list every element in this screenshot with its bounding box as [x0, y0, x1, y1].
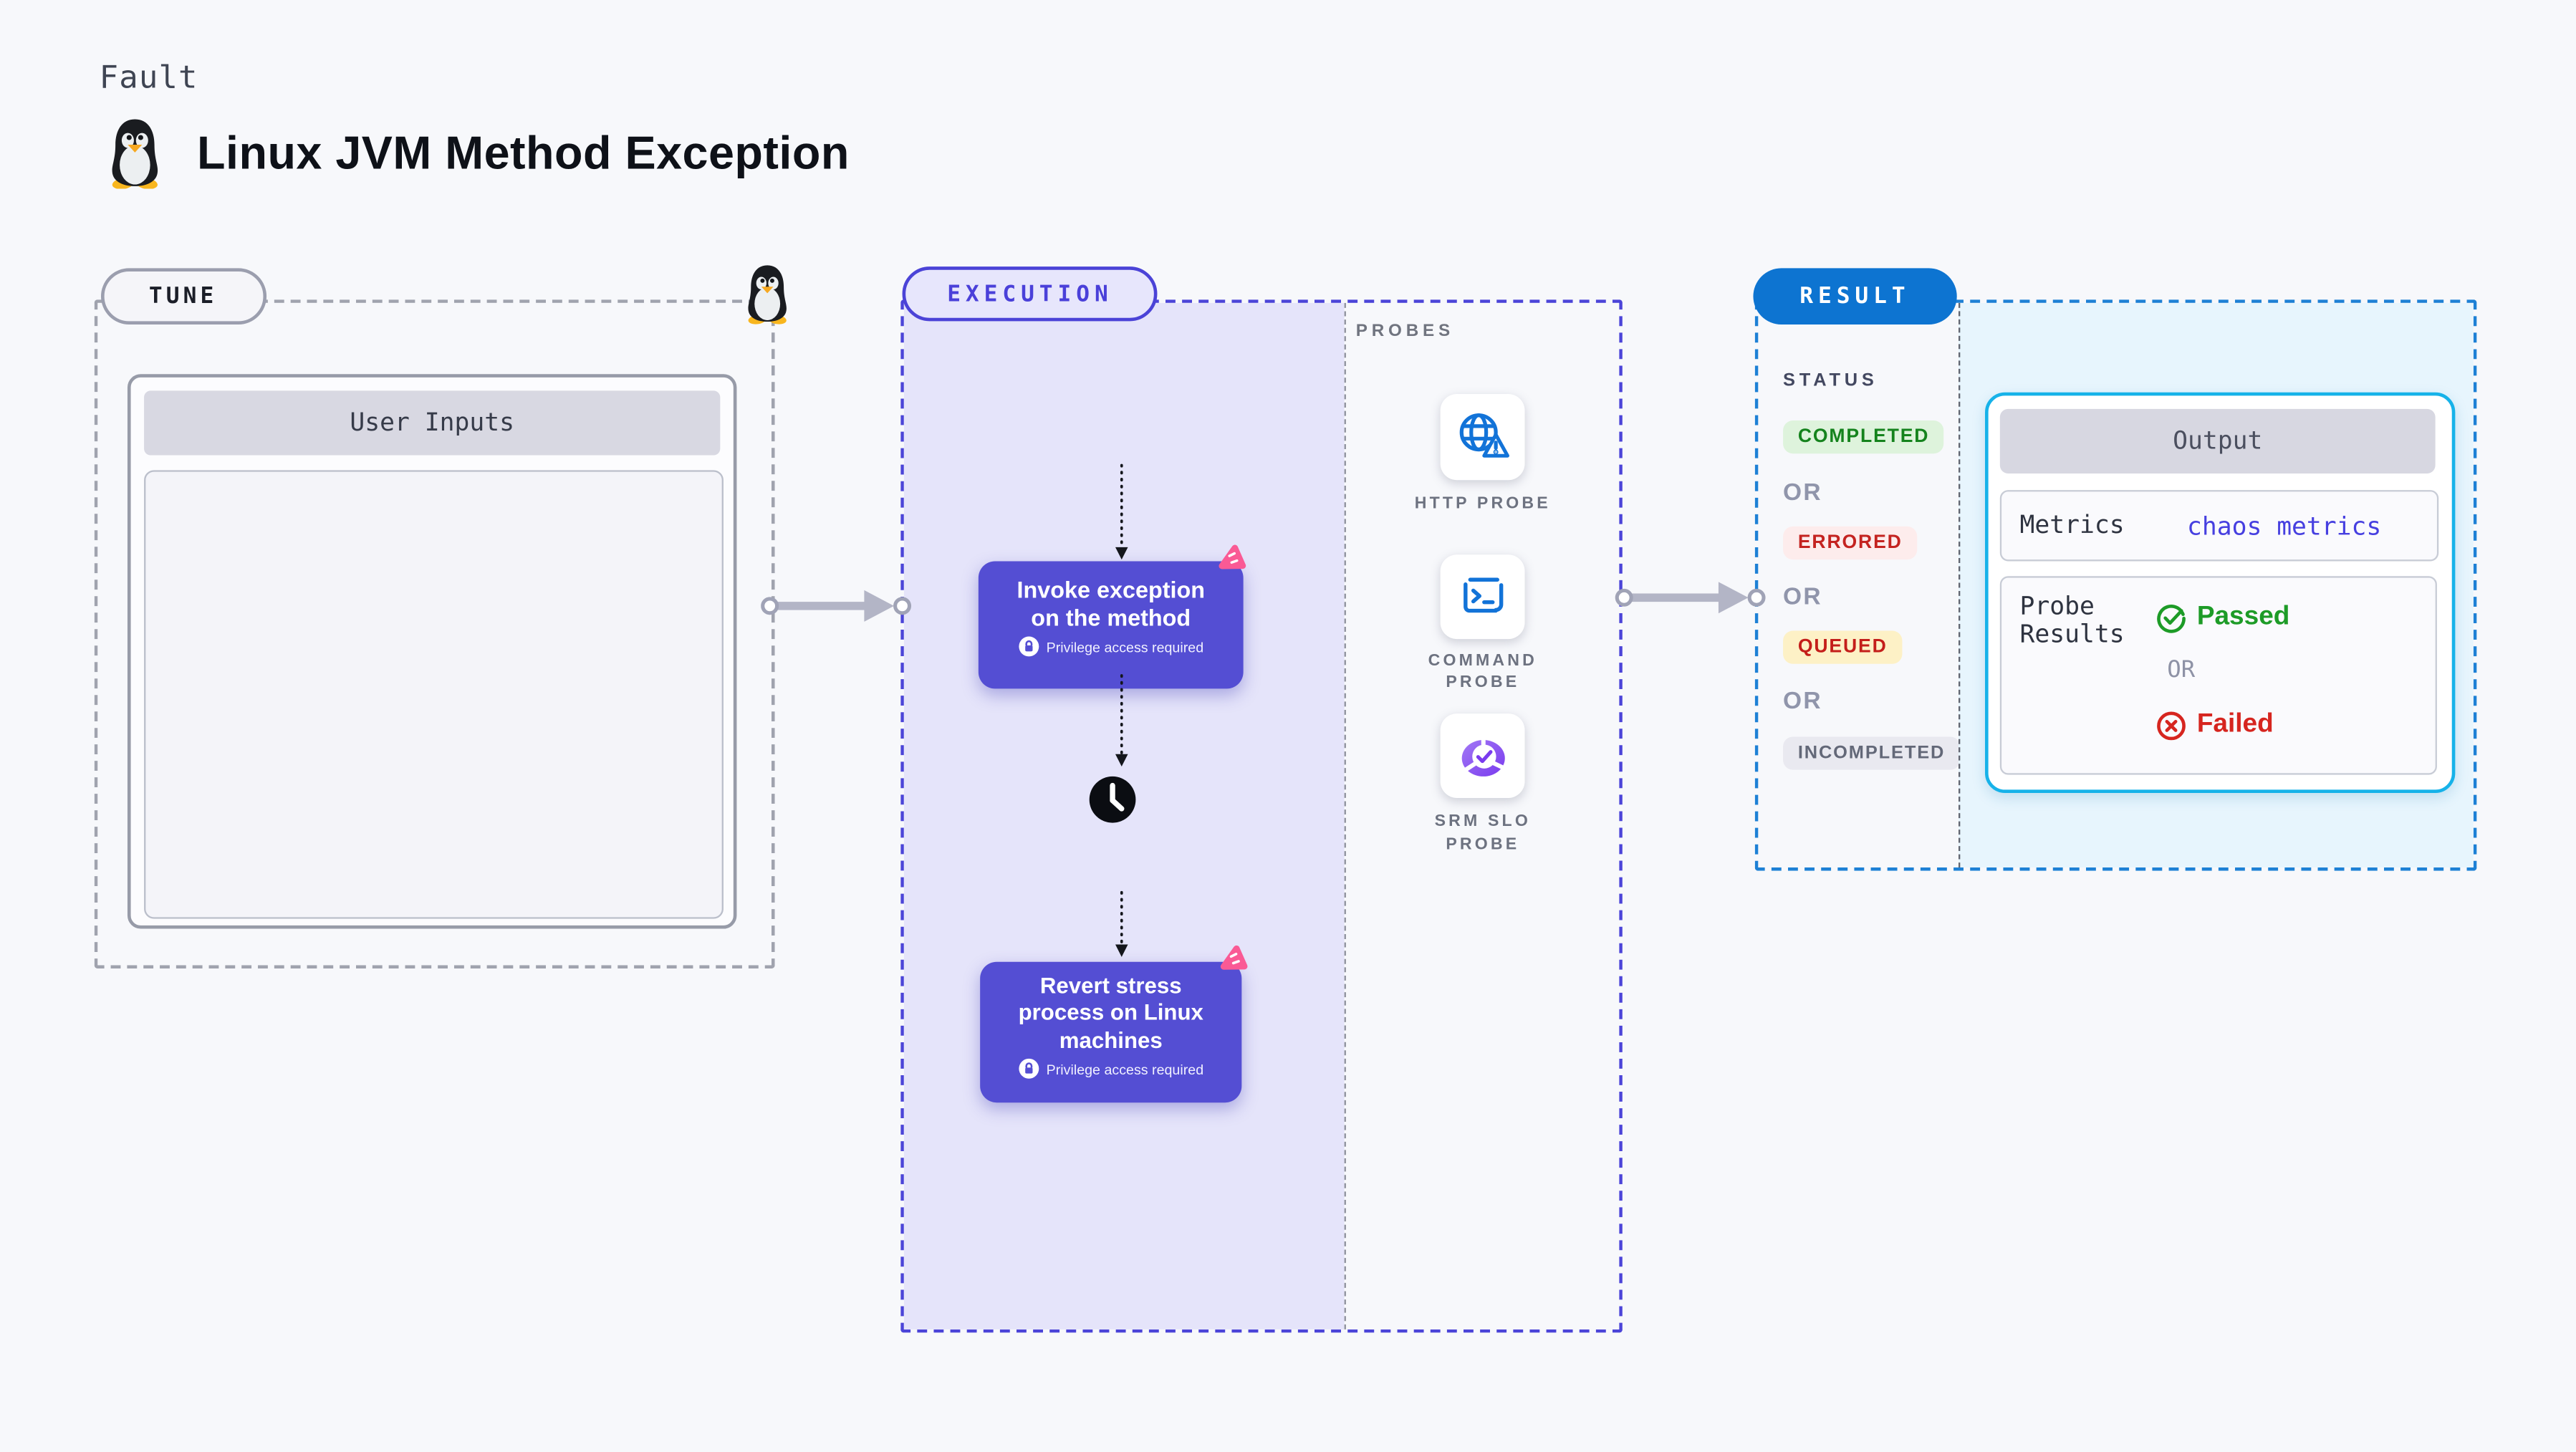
- probe-results-label: Probe Results: [2019, 590, 2125, 649]
- privilege-badge-text: Privilege access required: [1046, 638, 1204, 655]
- execution-section-pill: EXECUTION: [902, 266, 1158, 322]
- failed-x-icon: [2156, 710, 2187, 741]
- terminal-icon: [1456, 572, 1509, 621]
- status-badge-incompleted: INCOMPLETED: [1783, 736, 1961, 770]
- passed-check-icon: [2156, 602, 2187, 634]
- tunables-box: [144, 470, 724, 918]
- tune-section-pill: TUNE: [100, 267, 266, 324]
- status-label: STATUS: [1783, 370, 1878, 391]
- arrow-execution-to-result: [1613, 574, 1768, 620]
- privilege-badge-text: Privilege access required: [1046, 1060, 1204, 1077]
- metrics-row: Metrics chaos metrics: [1999, 490, 2439, 561]
- slo-pie-icon: [1455, 727, 1512, 784]
- chaos-icon: [1219, 943, 1250, 975]
- user-inputs-header: User Inputs: [144, 390, 721, 455]
- or-label: OR: [1783, 583, 1822, 610]
- globe-warning-icon: [1455, 410, 1512, 463]
- probe-or-label: OR: [2167, 658, 2196, 685]
- srm-slo-probe-card: [1440, 713, 1526, 798]
- srm-slo-probe-label: SRM SLO PROBE: [1434, 813, 1532, 855]
- revert-stress-node: Revert stress process on Linux machines …: [980, 961, 1242, 1103]
- http-probe-label: HTTP PROBE: [1414, 494, 1551, 513]
- output-header: Output: [1999, 408, 2436, 473]
- arrow-tune-to-execution: [758, 583, 913, 630]
- command-probe-label: COMMAND PROBE: [1428, 651, 1538, 693]
- result-section-label: RESULT: [1799, 283, 1911, 310]
- status-separator: [1959, 303, 1961, 867]
- status-badge-queued: QUEUED: [1783, 630, 1903, 664]
- tune-section-label: TUNE: [148, 282, 218, 309]
- user-inputs-title: User Inputs: [350, 408, 514, 438]
- chaos-icon: [1217, 543, 1249, 574]
- connector-invoke-to-wait: [1111, 672, 1133, 768]
- tux-penguin-icon-small: [741, 263, 793, 324]
- chaos-metrics-link[interactable]: chaos metrics: [2186, 511, 2382, 542]
- or-label: OR: [1783, 479, 1822, 506]
- invoke-exception-node: Invoke exception on the method Privilege…: [978, 561, 1244, 688]
- result-section-pill: RESULT: [1753, 269, 1956, 324]
- passed-label: Passed: [2196, 602, 2290, 631]
- connector-derive-to-invoke: [1111, 462, 1133, 562]
- probe-results-row: Probe Results Passed OR Failed: [1999, 575, 2437, 775]
- connector-wait-to-revert: [1111, 889, 1133, 958]
- tune-section-box: [94, 299, 776, 968]
- fault-kicker: Fault: [99, 59, 198, 97]
- status-badge-errored: ERRORED: [1783, 526, 1918, 560]
- output-title: Output: [2173, 425, 2263, 456]
- clock-icon: [1087, 775, 1137, 824]
- lock-icon: [1018, 1058, 1039, 1080]
- probes-separator: [1345, 303, 1347, 1330]
- tux-penguin-icon: [105, 117, 166, 189]
- lock-icon: [1018, 635, 1039, 657]
- probes-label: PROBES: [1355, 321, 1454, 342]
- command-probe-card: [1440, 554, 1526, 639]
- page-title: Linux JVM Method Exception: [197, 127, 850, 179]
- status-badge-completed: COMPLETED: [1783, 420, 1945, 453]
- or-label: OR: [1783, 688, 1822, 715]
- failed-label: Failed: [2196, 709, 2274, 739]
- metrics-label: Metrics: [2019, 509, 2125, 540]
- execution-section-label: EXECUTION: [947, 281, 1113, 308]
- http-probe-card: [1440, 394, 1526, 480]
